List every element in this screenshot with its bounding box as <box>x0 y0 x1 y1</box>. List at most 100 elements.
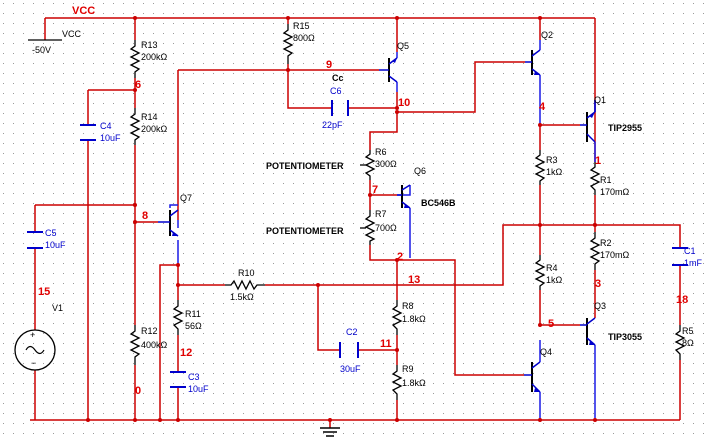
r8-value: 1.8kΩ <box>402 314 426 324</box>
r10-value: 1.5kΩ <box>230 292 254 302</box>
transistor-q5 <box>379 57 398 83</box>
vcc-source-name: VCC <box>62 29 82 39</box>
resistor-r3 <box>534 150 546 185</box>
c5-value: 10uF <box>45 240 66 250</box>
resistor-r14 <box>129 108 141 145</box>
r2-name: R2 <box>600 238 612 248</box>
c1-name: C1 <box>684 246 696 256</box>
r9-name: R9 <box>402 364 414 374</box>
vcc-rail-label: VCC <box>72 5 95 17</box>
r13-name: R13 <box>141 40 158 50</box>
resistor-r2 <box>589 232 601 270</box>
node-15: 15 <box>38 286 50 298</box>
r12-value: 400kΩ <box>141 340 168 350</box>
resistor-r15 <box>282 24 294 64</box>
resistor-r11 <box>172 300 184 335</box>
c6-name: C6 <box>330 86 342 96</box>
node-12: 12 <box>180 347 192 359</box>
node-13: 13 <box>408 274 420 286</box>
node-5: 5 <box>548 318 554 330</box>
c1-value: 1mF <box>684 258 703 268</box>
r1-name: R1 <box>600 175 612 185</box>
resistor-r9 <box>391 365 403 400</box>
potentiometer-wipers <box>360 164 366 229</box>
c5-name: C5 <box>45 228 57 238</box>
pot1-label: POTENTIOMETER <box>266 161 344 171</box>
capacitor-c3 <box>170 371 186 388</box>
svg-text:+: + <box>30 330 35 340</box>
component-labels: R15 800Ω R13 200kΩ R14 200kΩ R6 300Ω R7 … <box>45 21 703 394</box>
q2-name: Q2 <box>541 30 553 40</box>
q4-name: Q4 <box>540 347 552 357</box>
r11-value: 56Ω <box>185 321 202 331</box>
cc-label: Cc <box>332 73 344 83</box>
pot2-label: POTENTIOMETER <box>266 226 344 236</box>
node-7: 7 <box>372 184 378 196</box>
r6-value: 300Ω <box>375 159 397 169</box>
supply-vcc: VCC VCC -50V <box>28 5 95 55</box>
r6-name: R6 <box>375 147 387 157</box>
r14-name: R14 <box>141 112 158 122</box>
q1-part: TIP2955 <box>608 123 642 133</box>
capacitor-c6 <box>331 100 349 116</box>
capacitor-c2 <box>339 342 359 358</box>
c2-value: 30uF <box>340 364 361 374</box>
r13-value: 200kΩ <box>141 52 168 62</box>
r11-name: R11 <box>185 309 201 319</box>
node-6: 6 <box>135 79 141 91</box>
c2-name: C2 <box>346 327 358 337</box>
node-0: 0 <box>135 385 141 397</box>
r3-value: 1kΩ <box>546 167 563 177</box>
q6-part: BC546B <box>421 198 456 208</box>
r3-name: R3 <box>546 155 558 165</box>
c3-name: C3 <box>188 372 200 382</box>
q6-name: Q6 <box>414 166 426 176</box>
resistor-r12 <box>129 325 141 365</box>
node-11: 11 <box>380 338 392 350</box>
node-10: 10 <box>398 97 410 109</box>
ac-source-v1: + − <box>14 329 56 371</box>
svg-text:−: − <box>31 358 36 368</box>
v1-name: V1 <box>52 303 63 313</box>
transistor-q4 <box>524 361 541 393</box>
resistor-r13 <box>129 40 141 78</box>
wires-blue <box>169 40 596 420</box>
q5-name: Q5 <box>397 41 409 51</box>
resistor-r8 <box>391 300 403 335</box>
transistor-q7 <box>158 209 179 237</box>
node-1: 1 <box>595 155 601 167</box>
resistor-r5 <box>674 325 686 360</box>
r10-name: R10 <box>238 268 255 278</box>
c6-value: 22pF <box>322 120 343 130</box>
node-18: 18 <box>676 294 688 306</box>
transistor-q6 <box>397 184 411 209</box>
transistor-q3 <box>580 317 596 346</box>
r15-name: R15 <box>293 21 310 31</box>
q3-name: Q3 <box>594 301 606 311</box>
node-3: 3 <box>595 278 601 290</box>
r5-name: R5 <box>682 326 694 336</box>
q7-name: Q7 <box>180 193 192 203</box>
r8-name: R8 <box>402 301 414 311</box>
resistor-r4 <box>534 255 546 290</box>
r1-value: 170mΩ <box>600 187 630 197</box>
r4-value: 1kΩ <box>546 275 563 285</box>
c4-value: 10uF <box>100 133 121 143</box>
transistor-q2 <box>525 49 541 76</box>
node-4: 4 <box>539 101 546 113</box>
c3-value: 10uF <box>188 384 209 394</box>
capacitor-c5 <box>27 231 43 249</box>
r4-name: R4 <box>546 263 558 273</box>
q1-name: Q1 <box>594 95 606 105</box>
node-2: 2 <box>397 251 403 263</box>
r14-value: 200kΩ <box>141 124 168 134</box>
resistor-r10 <box>225 279 265 291</box>
r2-value: 170mΩ <box>600 250 630 260</box>
junction-dots <box>86 16 597 422</box>
q3-part: TIP3055 <box>608 332 642 342</box>
capacitor-c1 <box>672 247 688 266</box>
node-labels: 9 10 4 1 6 7 8 2 13 3 5 18 15 12 11 0 <box>38 59 688 397</box>
transistor-q1 <box>580 100 596 143</box>
